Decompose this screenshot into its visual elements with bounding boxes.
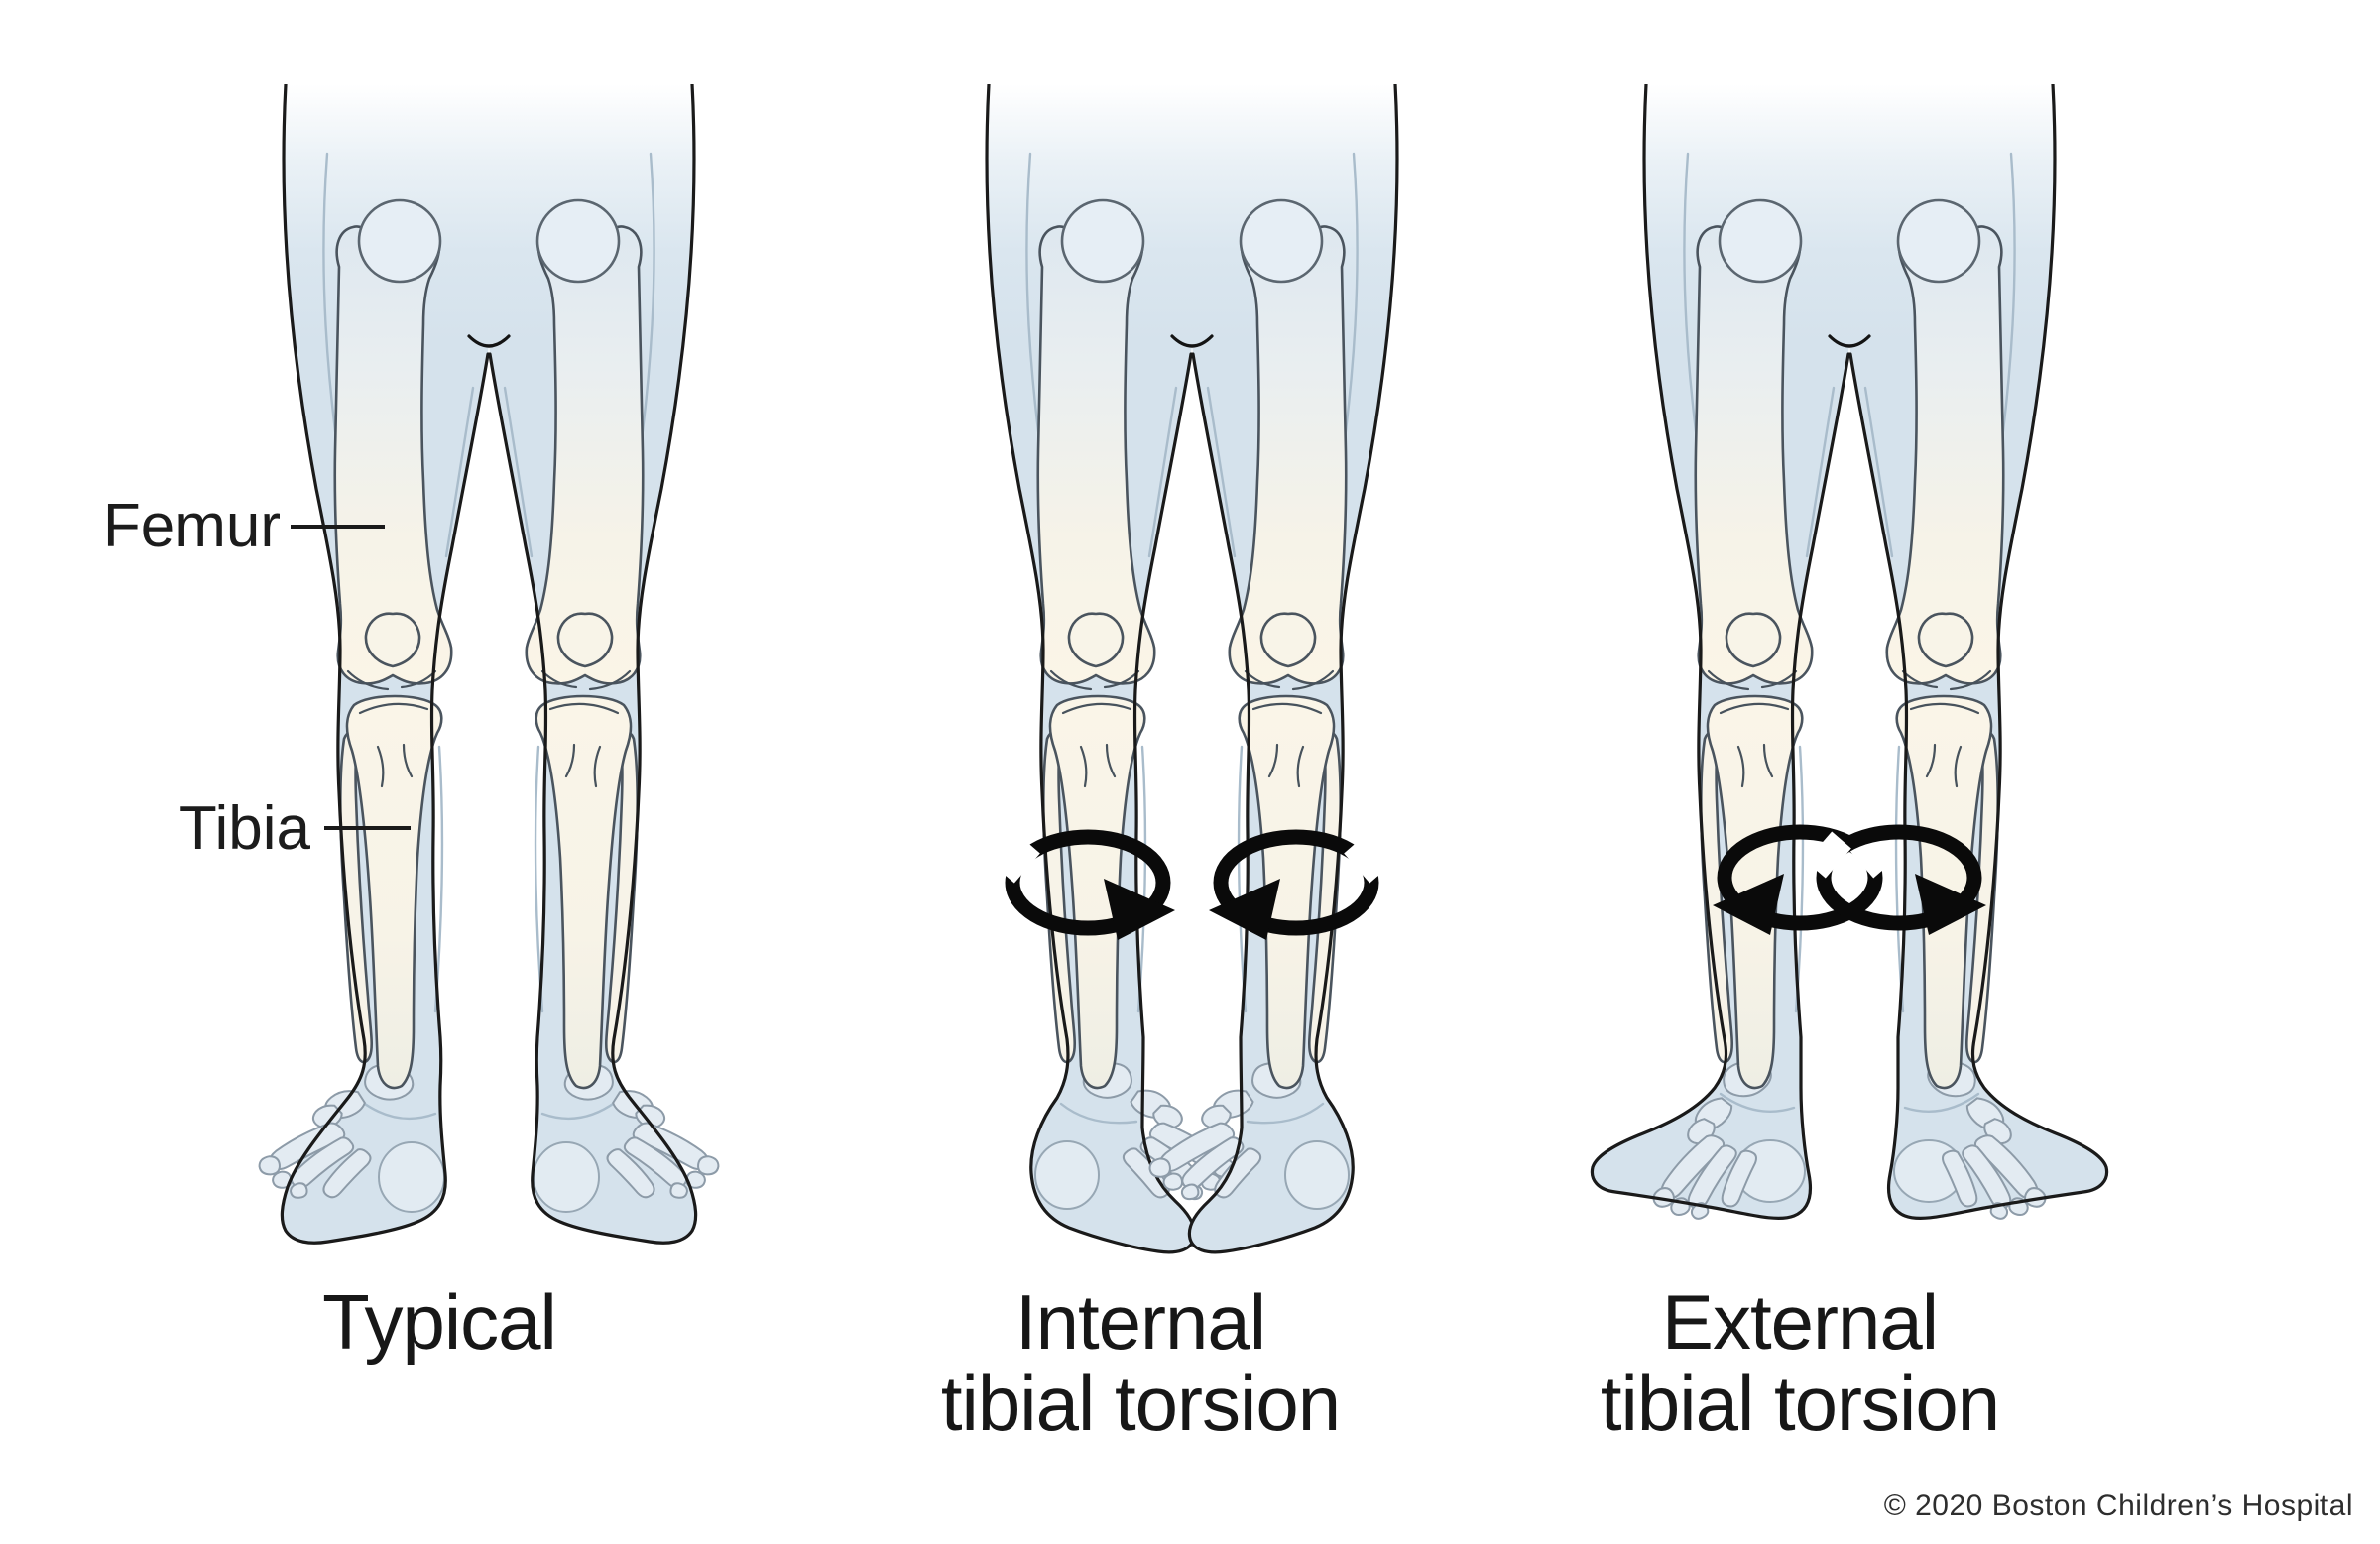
caption-line: External: [1661, 1278, 1939, 1366]
femur-pointer-line: [291, 525, 385, 529]
legs-internal-torsion-illustration: [815, 84, 1569, 1289]
caption-line: Internal: [1014, 1278, 1266, 1366]
caption-external: External tibial torsion: [1453, 1281, 2147, 1444]
caption-line: tibial torsion: [1600, 1360, 2000, 1447]
caption-internal: Internal tibial torsion: [793, 1281, 1488, 1444]
legs-typical-illustration: [112, 84, 866, 1289]
legs-external-torsion-illustration: [1473, 84, 2226, 1289]
caption-line: Typical: [322, 1278, 557, 1366]
copyright-notice: © 2020 Boston Children’s Hospital: [1883, 1489, 2353, 1522]
tibia-pointer-line: [324, 826, 411, 830]
tibia-label: Tibia: [178, 794, 310, 863]
caption-line: tibial torsion: [940, 1360, 1341, 1447]
caption-typical: Typical: [92, 1281, 786, 1363]
femur-label: Femur: [102, 492, 281, 560]
